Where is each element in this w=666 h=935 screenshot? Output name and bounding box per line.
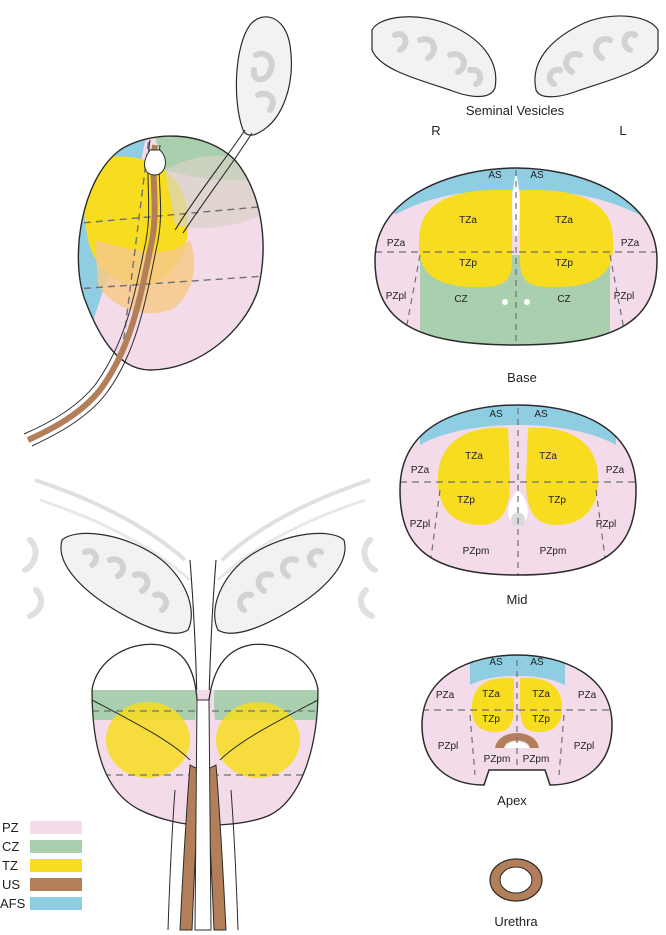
sagittal-view (23, 16, 292, 447)
apex-label-as-r: AS (489, 657, 503, 668)
coronal-cz-left (214, 690, 318, 720)
sagittal-prostate-gland (78, 136, 264, 370)
legend-item-afs: AFS (0, 896, 82, 911)
base-label-as-r: AS (488, 170, 502, 181)
mid-caption: Mid (507, 592, 528, 607)
mid-label-tzp-r: TZp (457, 495, 475, 506)
mid-label-as-l: AS (534, 409, 548, 420)
apex-label-as-l: AS (530, 657, 544, 668)
legend-swatch-us (30, 878, 82, 891)
urethra-section: Urethra (489, 858, 543, 929)
apex-label-pzpl-r: PZpl (438, 741, 459, 752)
legend-item-cz: CZ (2, 839, 82, 854)
mid-label-as-r: AS (489, 409, 503, 420)
apex-label-tzp-l: TZp (532, 714, 550, 725)
legend-swatch-cz (30, 840, 82, 853)
base-tz-left (520, 189, 614, 288)
apex-tz-left (520, 677, 563, 732)
base-label-tzp-r: TZp (459, 258, 477, 269)
mid-tz-left (526, 427, 599, 525)
sagittal-ejaculatory-duct (174, 129, 246, 231)
mid-label-pza-r: PZa (411, 465, 430, 476)
apex-tz-right (471, 677, 514, 732)
base-label-pzpl-r: PZpl (386, 291, 407, 302)
legend-item-tz: TZ (2, 858, 82, 873)
mid-label-tza-r: TZa (465, 451, 483, 462)
base-tz-right (418, 189, 512, 288)
apex-outline (421, 654, 613, 786)
base-label-tza-l: TZa (555, 215, 573, 226)
legend-swatch-afs (30, 897, 82, 910)
base-section: AS AS TZa TZa TZp TZp PZa PZa PZpl PZpl … (374, 167, 658, 385)
base-label-pza-l: PZa (621, 238, 640, 249)
mid-tz-right (437, 427, 510, 525)
seminal-vesicles-caption: Seminal Vesicles (466, 103, 565, 118)
base-label-pza-r: PZa (387, 238, 406, 249)
legend-swatch-tz (30, 859, 82, 872)
mid-label-pzpl-r: PZpl (410, 519, 431, 530)
legend-label-tz: TZ (2, 858, 18, 873)
mid-label-tzp-l: TZp (548, 495, 566, 506)
legend-swatch-pz (30, 821, 82, 834)
seminal-vesicles-view: Seminal Vesicles R L (371, 15, 659, 138)
legend-label-cz: CZ (2, 839, 19, 854)
mid-label-tza-l: TZa (539, 451, 557, 462)
base-label-pzpl-l: PZpl (614, 291, 635, 302)
base-label-cz-r: CZ (454, 294, 467, 305)
legend-label-us: US (2, 877, 20, 892)
coronal-view (22, 478, 378, 931)
apex-label-pza-l: PZa (578, 690, 597, 701)
apex-label-pza-r: PZa (436, 690, 455, 701)
apex-label-tza-r: TZa (482, 689, 500, 700)
right-side-label: R (431, 123, 440, 138)
legend-item-us: US (2, 877, 82, 892)
mid-label-pza-l: PZa (606, 465, 625, 476)
coronal-cz-right (92, 690, 196, 720)
coronal-tz-right (106, 702, 190, 778)
mid-label-pzpl-l: PZpl (596, 519, 617, 530)
apex-label-pzpl-l: PZpl (574, 741, 595, 752)
coronal-tz-left (216, 702, 300, 778)
legend-item-pz: PZ (2, 820, 82, 835)
legend-label-pz: PZ (2, 820, 19, 835)
sagittal-urethra (26, 144, 158, 443)
apex-label-tza-l: TZa (532, 689, 550, 700)
apex-caption: Apex (497, 793, 527, 808)
legend: PZ CZ TZ US AFS (0, 820, 82, 911)
base-outline (374, 167, 658, 346)
mid-label-pzpm-r: PZpm (463, 546, 490, 557)
apex-label-pzpm-r: PZpm (484, 754, 511, 765)
base-label-tza-r: TZa (459, 215, 477, 226)
base-label-cz-l: CZ (557, 294, 570, 305)
mid-section: AS AS TZa TZa TZp TZp PZa PZa PZpl PZpl … (399, 404, 637, 607)
base-label-as-l: AS (530, 170, 544, 181)
apex-label-tzp-r: TZp (482, 714, 500, 725)
base-label-tzp-l: TZp (555, 258, 573, 269)
legend-label-afs: AFS (0, 896, 26, 911)
sagittal-seminal-vesicle (235, 16, 292, 136)
apex-section: AS AS TZa TZa TZp TZp PZa PZa PZpl PZpl … (421, 654, 613, 808)
mid-label-pzpm-l: PZpm (540, 546, 567, 557)
apex-label-pzpm-l: PZpm (523, 754, 550, 765)
apex-afs-region (470, 655, 565, 685)
left-side-label: L (619, 123, 626, 138)
base-caption: Base (507, 370, 537, 385)
urethra-caption: Urethra (494, 914, 538, 929)
mid-outline (399, 404, 637, 576)
